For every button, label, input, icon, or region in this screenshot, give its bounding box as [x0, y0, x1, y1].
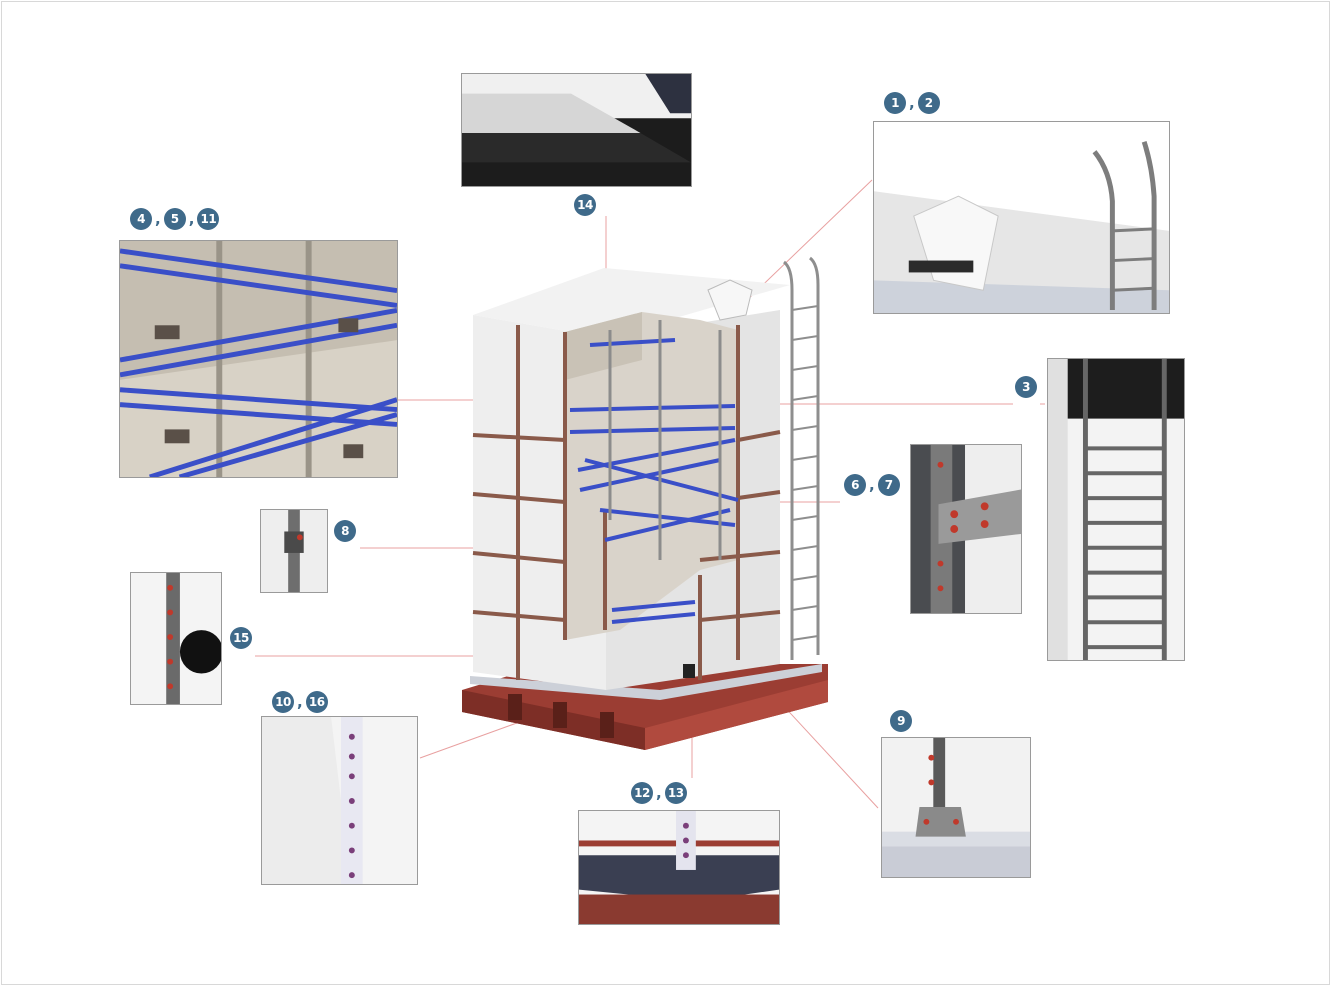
- detail-panel-1-2: [873, 121, 1170, 314]
- base-beams: [462, 664, 828, 750]
- detail-panel-14: [461, 73, 692, 187]
- callout-number-badge: 8: [334, 520, 356, 542]
- callout-3: 3: [1015, 375, 1037, 399]
- callout-number-badge: 13: [664, 782, 687, 804]
- callout-14: 14: [574, 193, 596, 217]
- callout-separator: ,: [909, 94, 915, 112]
- callout-9: 9: [890, 709, 912, 733]
- callout-number-badge: 12: [631, 782, 653, 804]
- callout-number-badge: 3: [1015, 376, 1037, 398]
- callout-number-badge: 6: [844, 474, 866, 496]
- callout-number-badge: 11: [197, 208, 220, 230]
- detail-panel-9: [881, 737, 1031, 878]
- callout-separator: ,: [869, 476, 875, 494]
- callout-number-badge: 2: [917, 92, 940, 114]
- callout-6-7: 6,7: [844, 473, 900, 497]
- callout-number-badge: 1: [884, 92, 906, 114]
- detail-panel-15: [130, 572, 222, 705]
- callout-8: 8: [334, 519, 356, 543]
- detail-panel-10-16: [261, 716, 418, 885]
- callout-number-badge: 16: [305, 691, 328, 713]
- callout-separator: ,: [188, 210, 195, 228]
- callout-separator: ,: [155, 210, 161, 228]
- callout-number-badge: 4: [130, 208, 152, 230]
- callout-separator: ,: [656, 784, 662, 802]
- detail-panel-6-7: [910, 444, 1022, 614]
- callout-number-badge: 7: [877, 474, 900, 496]
- detail-panel-8: [260, 509, 328, 593]
- callout-number-badge: 15: [230, 627, 252, 649]
- callout-separator: ,: [297, 693, 303, 711]
- callout-number-badge: 14: [574, 194, 596, 216]
- callout-number-badge: 10: [272, 691, 294, 713]
- callout-10-16: 10,16: [272, 690, 328, 714]
- callout-12-13: 12,13: [631, 781, 687, 805]
- leader-line-1-2: [744, 179, 873, 303]
- callout-15: 15: [230, 626, 252, 650]
- callout-4-5-11: 4,5,11: [130, 207, 220, 231]
- detail-panel-12-13: [578, 810, 780, 925]
- detail-panel-3: [1047, 358, 1185, 661]
- callout-number-badge: 5: [163, 208, 186, 230]
- detail-panel-4-5-11: [119, 240, 398, 478]
- callout-1-2: 1,2: [884, 91, 940, 115]
- callout-number-badge: 9: [890, 710, 912, 732]
